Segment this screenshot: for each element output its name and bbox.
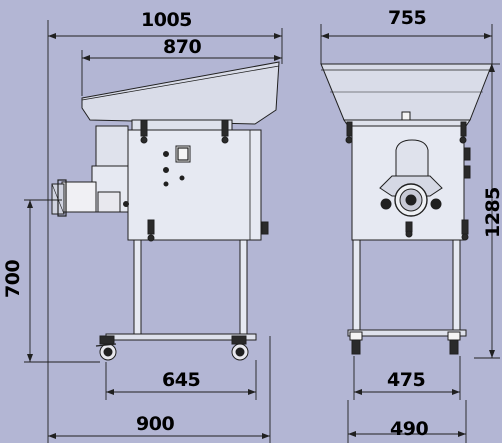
outlet-ring bbox=[61, 181, 97, 213]
side-view bbox=[51, 61, 280, 361]
dim-label-base-length: 900 bbox=[136, 413, 175, 435]
dim-label-wheelbase-side: 645 bbox=[162, 369, 201, 391]
control-panel bbox=[163, 145, 191, 187]
dim-label-outlet-height: 700 bbox=[2, 259, 24, 298]
dimension-arrows bbox=[27, 33, 495, 439]
side-hopper bbox=[81, 61, 280, 125]
side-wheels bbox=[95, 335, 249, 361]
front-legs bbox=[352, 239, 461, 335]
dim-label-overall-length: 1005 bbox=[141, 9, 192, 31]
front-view bbox=[320, 63, 493, 355]
dimension-lines bbox=[24, 20, 500, 443]
side-top-handles bbox=[140, 119, 229, 144]
grinding-cylinder bbox=[95, 125, 129, 167]
front-wheels bbox=[349, 331, 461, 355]
dim-label-overall-height: 1285 bbox=[482, 187, 502, 238]
front-base bbox=[347, 329, 467, 337]
dim-label-overall-width: 755 bbox=[388, 7, 427, 29]
side-legs bbox=[133, 239, 248, 337]
front-side-handles bbox=[345, 121, 471, 241]
dim-label-wheelbase-front: 475 bbox=[387, 369, 426, 391]
dim-label-base-width: 490 bbox=[390, 418, 429, 440]
dim-label-hopper-length: 870 bbox=[163, 36, 202, 58]
front-outlet bbox=[379, 175, 443, 217]
